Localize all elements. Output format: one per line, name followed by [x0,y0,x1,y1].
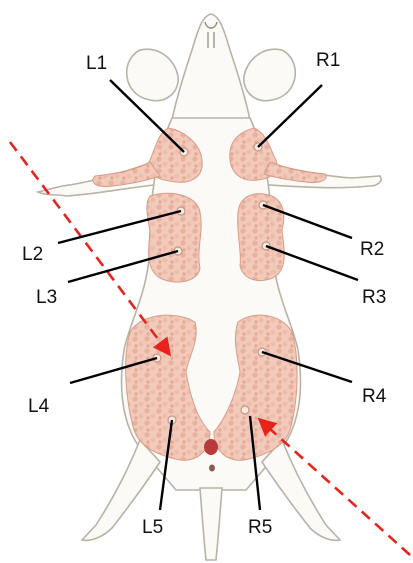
label-r1: R1 [316,50,340,71]
left-ear [127,49,178,100]
nipple-r5 [241,406,249,414]
label-l2: L2 [22,244,43,265]
label-r5: R5 [248,517,272,538]
anus [209,465,215,472]
label-l4: L4 [28,396,50,417]
tail [200,488,222,560]
label-r2: R2 [360,239,384,260]
head [172,14,250,120]
right-ear [244,49,295,100]
mouse-body [38,14,381,560]
label-r3: R3 [362,287,386,308]
label-l1: L1 [86,53,107,74]
label-l5: L5 [142,517,163,538]
gland-l2-l3 [147,193,201,282]
genital [204,439,218,455]
right-hindlimb [262,440,340,540]
label-l3: L3 [36,287,57,308]
label-r4: R4 [362,386,387,407]
